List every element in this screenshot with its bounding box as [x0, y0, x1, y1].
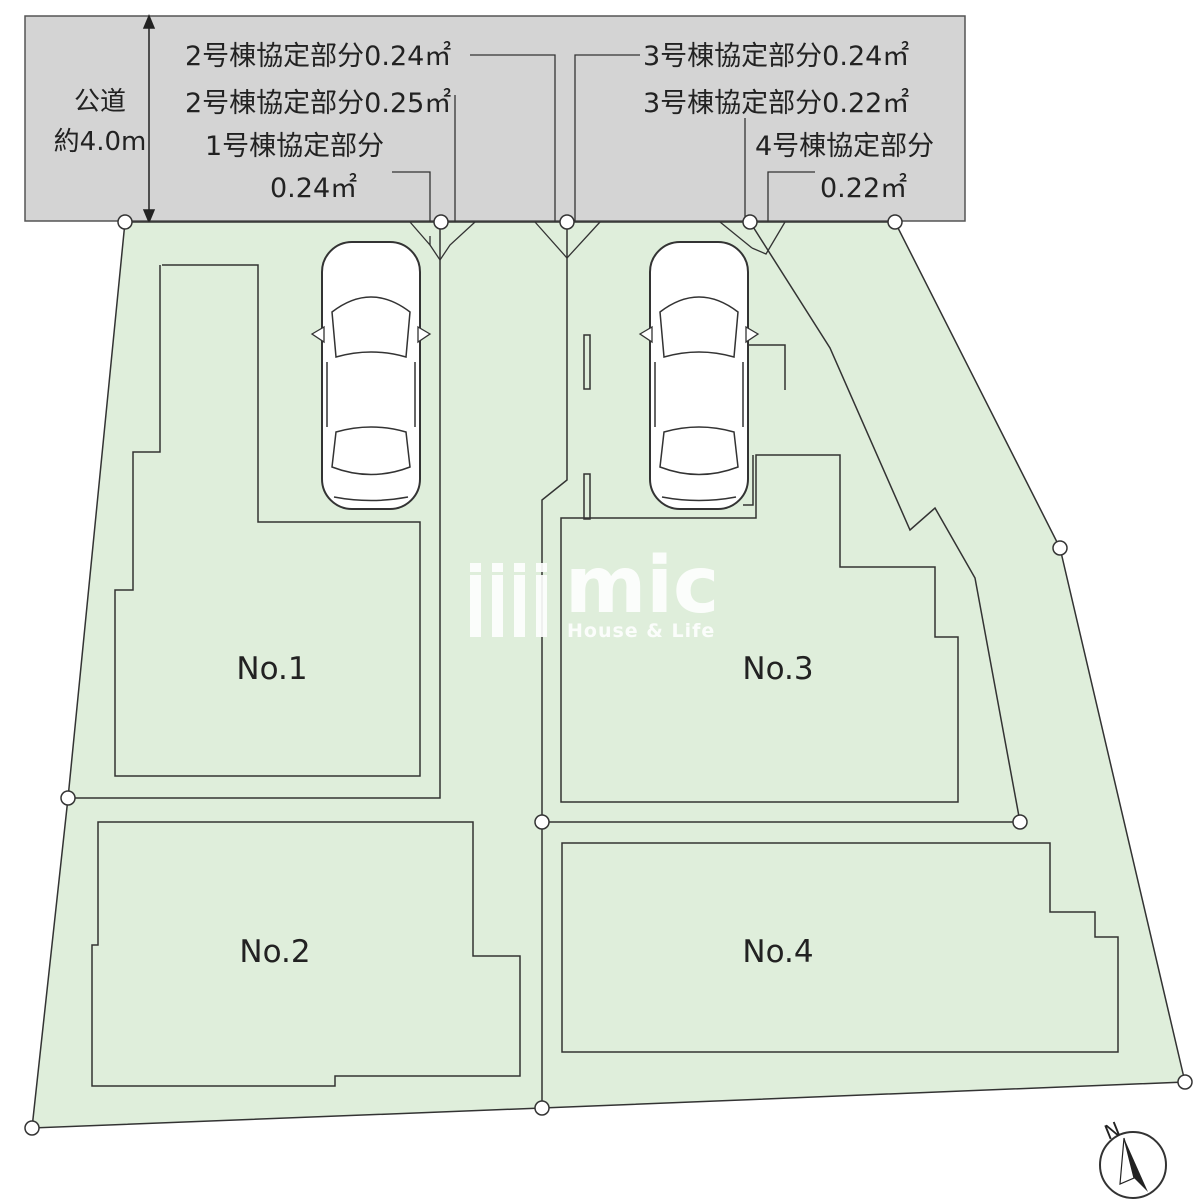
watermark: mic House & Life [470, 541, 719, 642]
watermark-brand: mic [565, 541, 719, 631]
building-no4 [561, 842, 1119, 1053]
lot-label-no2: No.2 [239, 934, 310, 970]
building-no3 [560, 454, 959, 803]
label-leader-lines [392, 54, 815, 222]
lot-label-no4: No.4 [742, 934, 813, 970]
watermark-logo-icon [470, 563, 547, 637]
building-no2 [91, 821, 521, 1087]
boundary-marker [534, 1100, 550, 1116]
lot-label-no1: No.1 [236, 651, 307, 687]
road-width-dimension [142, 14, 156, 224]
easement-label-house4-title: 4号棟協定部分 [755, 131, 934, 162]
easement-label-house3-b: 3号棟協定部分0.22㎡ [643, 88, 909, 119]
boundary-marker [887, 214, 903, 230]
parking-guides [583, 334, 786, 520]
easement-label-house2-a: 2号棟協定部分0.24㎡ [185, 41, 451, 72]
boundary-marker [1012, 814, 1028, 830]
easement-label-house2-b: 2号棟協定部分0.25㎡ [185, 88, 451, 119]
car-1 [310, 241, 432, 510]
boundary-marker [742, 214, 758, 230]
building-no1 [114, 264, 421, 777]
boundary-markers [24, 214, 1193, 1136]
boundary-marker [24, 1120, 40, 1136]
boundary-marker [1052, 540, 1068, 556]
boundary-marker [60, 790, 76, 806]
easement-markers [409, 221, 786, 262]
easement-label-house1-title: 1号棟協定部分 [205, 131, 384, 162]
boundary-marker [534, 814, 550, 830]
easement-label-house4-value: 0.22㎡ [820, 173, 907, 204]
watermark-tagline: House & Life [567, 620, 715, 642]
boundary-marker [1177, 1074, 1193, 1090]
road-name-label: 公道 [74, 87, 126, 117]
public-road [24, 15, 966, 222]
site-area [31, 221, 1186, 1129]
boundary-marker [117, 214, 133, 230]
compass-icon [1099, 1131, 1167, 1199]
car-2 [638, 241, 760, 510]
boundary-marker [433, 214, 449, 230]
building-footprints [91, 264, 1119, 1087]
easement-label-house3-a: 3号棟協定部分0.24㎡ [643, 41, 909, 72]
boundary-marker [559, 214, 575, 230]
road-width-label: 約4.0m [54, 127, 147, 157]
easement-label-house1-value: 0.24㎡ [270, 173, 357, 204]
lot-label-no3: No.3 [742, 651, 813, 687]
